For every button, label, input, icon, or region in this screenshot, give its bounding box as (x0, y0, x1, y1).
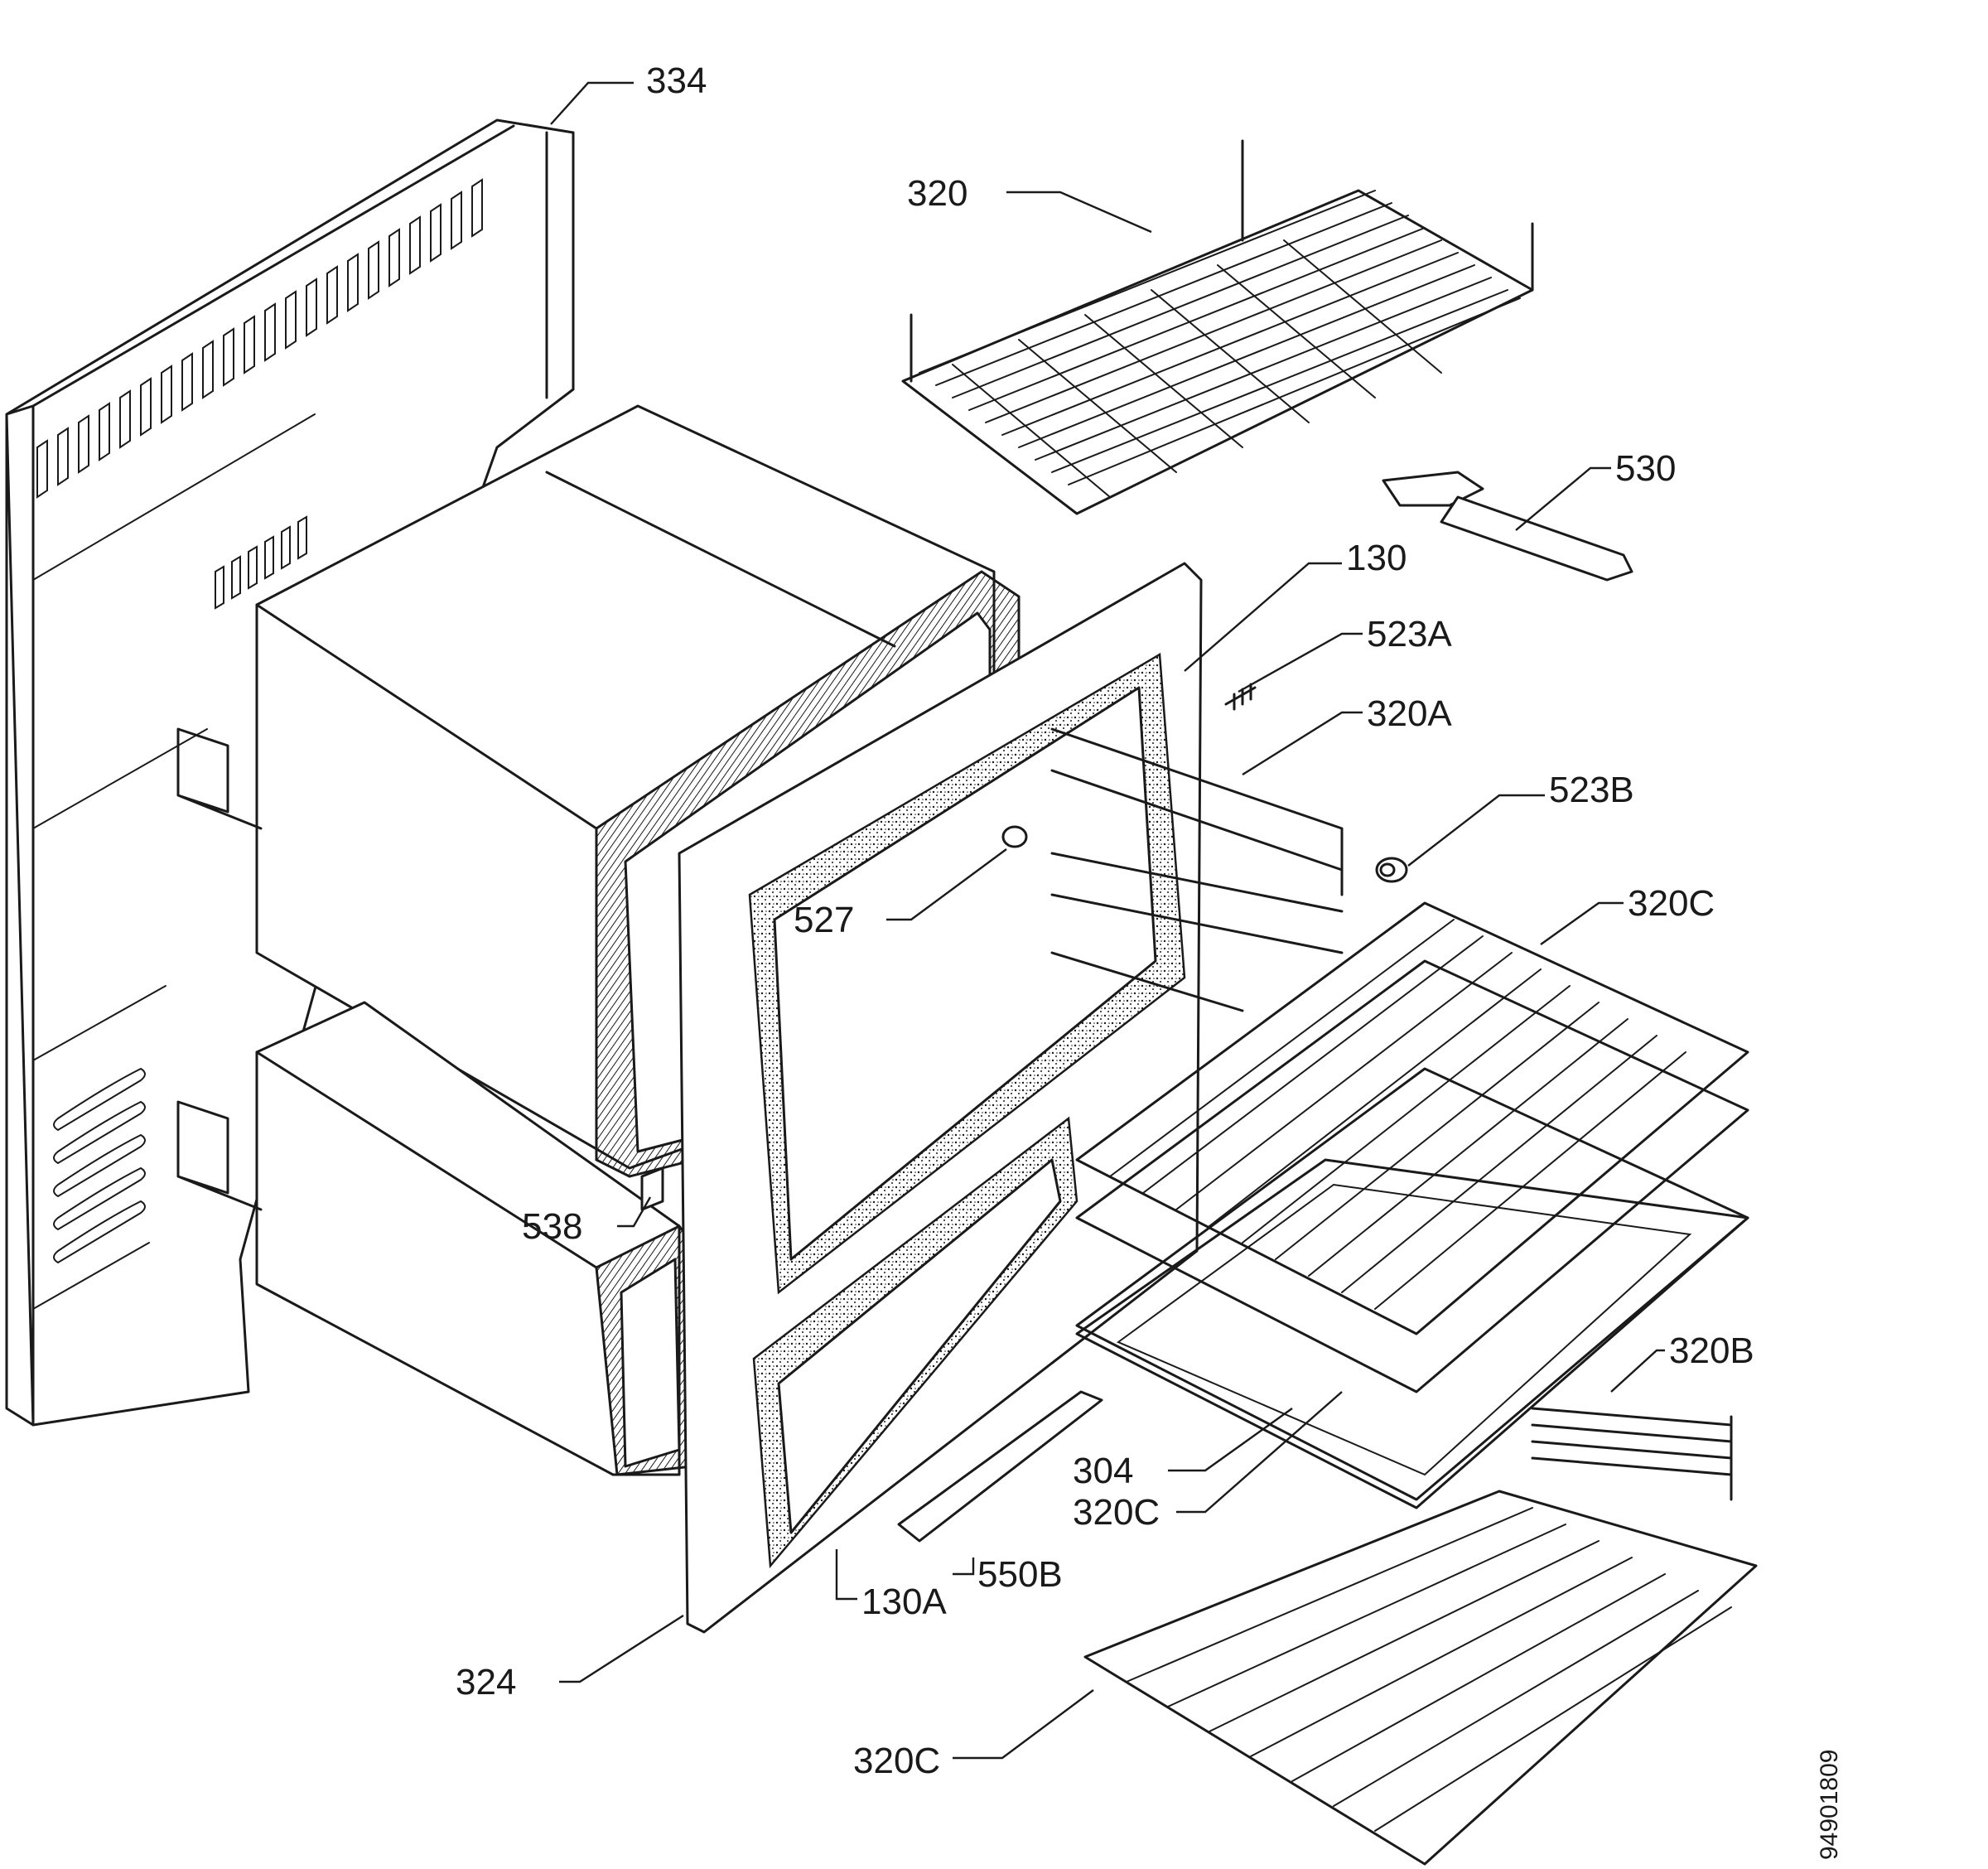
knob-523B (1375, 857, 1408, 883)
side-runners-320A (1050, 727, 1344, 1012)
label-527: 527 (794, 900, 854, 940)
label-320C-3: 320C (853, 1741, 940, 1781)
part-labels: 334 320 530 130 523A 320A 523B 320C 527 … (456, 60, 1843, 1860)
knob-527 (1001, 825, 1028, 848)
drawing-number: 94901809 (1816, 1750, 1843, 1860)
label-523A: 523A (1367, 614, 1452, 654)
label-334: 334 (646, 60, 707, 101)
label-320: 320 (907, 173, 967, 214)
side-runners-320B (1531, 1407, 1733, 1501)
label-530: 530 (1615, 448, 1676, 489)
label-550B: 550B (977, 1554, 1063, 1595)
strip-550B (897, 1390, 1103, 1543)
shelf-320C-lower (1083, 1490, 1758, 1866)
leader-lines (550, 81, 1665, 1760)
label-320C-2: 320C (1073, 1492, 1160, 1533)
lower-oven-cavity (176, 1001, 693, 1476)
wire-rack-320 (901, 139, 1534, 515)
label-130: 130 (1346, 538, 1407, 578)
front-frame-324 (678, 562, 1203, 1634)
label-324: 324 (456, 1662, 516, 1702)
label-320A: 320A (1367, 693, 1452, 734)
vent-slots (36, 178, 483, 1264)
grill-handle-530 (1382, 471, 1633, 582)
label-320C-1: 320C (1628, 883, 1715, 924)
label-523B: 523B (1549, 770, 1634, 810)
shelf-320C-upper (1075, 901, 1749, 1335)
screw-523A (1224, 683, 1257, 711)
label-130A: 130A (861, 1582, 947, 1622)
clip-538 (640, 1166, 664, 1211)
label-320B: 320B (1669, 1331, 1754, 1371)
label-304: 304 (1073, 1451, 1133, 1491)
tray-304 (1075, 1158, 1749, 1509)
label-538: 538 (522, 1206, 582, 1247)
